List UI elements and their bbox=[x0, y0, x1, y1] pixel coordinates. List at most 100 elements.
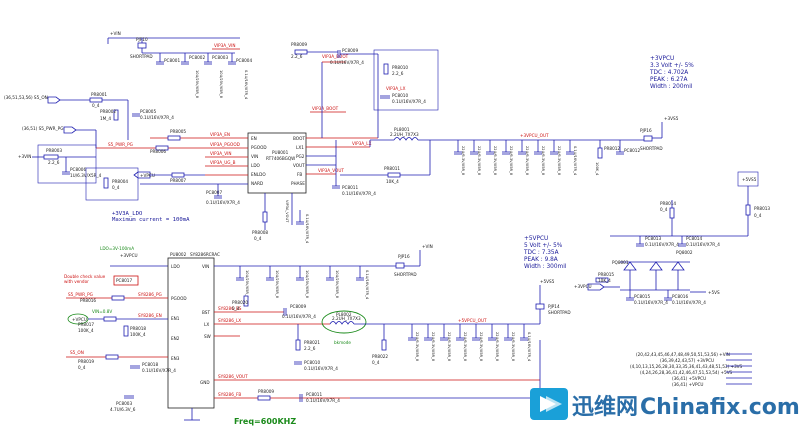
svg-text:PC8003: PC8003 bbox=[116, 401, 132, 406]
svg-text:0.1U/16V/X7R_4: 0.1U/16V/X7R_4 bbox=[304, 366, 338, 371]
svg-text:22U/6.3V/X5R_8: 22U/6.3V/X5R_8 bbox=[477, 146, 481, 176]
svg-text:0.1U/16V/X7R_4: 0.1U/16V/X7R_4 bbox=[305, 214, 309, 244]
watermark-cn: 迅维网 bbox=[572, 394, 638, 420]
svg-text:PL8001: PL8001 bbox=[394, 127, 410, 132]
svg-text:22U/6.3V/X5R_8: 22U/6.3V/X5R_8 bbox=[447, 332, 451, 362]
svg-text:PR8018: PR8018 bbox=[130, 326, 146, 331]
svg-text:22U/6.3V/X5R_8: 22U/6.3V/X5R_8 bbox=[463, 332, 467, 362]
svg-text:PR8019: PR8019 bbox=[78, 359, 94, 364]
svg-text:0.1U/16V/X7R_4: 0.1U/16V/X7R_4 bbox=[527, 332, 531, 362]
svg-text:(4,10,13,15,26,28,30,33,35,36,: (4,10,13,15,26,28,30,33,35,36,41,43,48,5… bbox=[630, 364, 743, 369]
sy8286-pg-net: SY8286_PG bbox=[138, 292, 162, 297]
svg-text:PC8014: PC8014 bbox=[686, 236, 702, 241]
svg-text:0_4: 0_4 bbox=[232, 306, 240, 311]
svg-text:EN2: EN2 bbox=[171, 336, 180, 341]
svg-text:2.2_6: 2.2_6 bbox=[392, 71, 404, 76]
sy8286-en-net: SY8286_EN bbox=[138, 313, 162, 318]
svg-text:22U/6.3V/X5R_8: 22U/6.3V/X5R_8 bbox=[415, 332, 419, 362]
svg-text:PR8020: PR8020 bbox=[232, 300, 248, 305]
vip3a-boot-net: VIP3A_BOOT bbox=[312, 106, 339, 111]
vip3a-pgood-net: VIP3A_PGOOD bbox=[210, 142, 240, 147]
svg-text:PR8015: PR8015 bbox=[598, 272, 614, 277]
rail-3vs5: +3VS5 bbox=[664, 116, 679, 121]
svg-text:0.1U/16V/X7R_4: 0.1U/16V/X7R_4 bbox=[244, 70, 248, 100]
resistor-pr8019: PR8019 0_4 bbox=[78, 354, 119, 370]
svg-text:10K_4: 10K_4 bbox=[598, 278, 611, 283]
vin-top-label: +VIN bbox=[110, 31, 121, 36]
svg-text:PC8004: PC8004 bbox=[236, 58, 252, 63]
svg-text:PJP14: PJP14 bbox=[548, 304, 560, 309]
svg-text:+3VPCU: +3VPCU bbox=[650, 56, 674, 62]
svg-text:PR8016: PR8016 bbox=[80, 298, 96, 303]
svg-text:22U/6.3V/X5R_8: 22U/6.3V/X5R_8 bbox=[541, 146, 545, 176]
caps-gate: PC8013 0.1U/16V/X7R_4 PC8014 0.1U/16V/X7… bbox=[636, 236, 720, 247]
resistor-pr8008: PR8008 0_4 bbox=[252, 211, 268, 241]
rail-5vs5-bottom: +5VS5 bbox=[540, 279, 555, 284]
shortpad-pjp16-top: PJP16 SHORTPAD bbox=[640, 128, 663, 151]
resistor-pr8020: PR8020 0_4 bbox=[232, 295, 248, 311]
inductor-pl8002: PL8002 2.2UH_7X7X3 bbox=[329, 312, 361, 325]
cap-pc8018: PC8018 0.1U/16V/X7R_4 bbox=[130, 362, 176, 373]
rail-5vs: +5VS bbox=[708, 290, 720, 295]
inductor-pl8001: PL8001 2.2UH_7X7X3 bbox=[390, 127, 419, 141]
svg-text:0_4: 0_4 bbox=[112, 185, 120, 190]
cap-pc8012: PC8012 bbox=[616, 140, 640, 155]
svg-text:PC8009: PC8009 bbox=[290, 304, 306, 309]
svg-text:22U/6.3V/X5R_8: 22U/6.3V/X5R_8 bbox=[557, 146, 561, 176]
svg-text:PGOOD: PGOOD bbox=[171, 296, 187, 301]
s5-on-src: (36,51,53,56) S5_ON bbox=[4, 95, 48, 100]
svg-text:PR8003: PR8003 bbox=[46, 148, 62, 153]
svg-text:+5VPCU: +5VPCU bbox=[524, 236, 548, 242]
sy8286-fb-net: SY8286_FB bbox=[218, 392, 241, 397]
resistor-pr8016: PR8016 bbox=[80, 295, 125, 303]
resistor-pr8007: PR8007 bbox=[170, 172, 186, 183]
cap-pc8011: PC8011 0.1U/16V/X7R_4 bbox=[332, 174, 376, 196]
svg-text:SY8286RCRAC: SY8286RCRAC bbox=[190, 252, 220, 257]
cap-pc8019: PC8003 4.7U/6.3V_6 bbox=[110, 395, 136, 412]
double-check-line1: Double check value bbox=[64, 274, 106, 279]
svg-text:PC8012: PC8012 bbox=[624, 148, 640, 153]
svg-text:PR8010: PR8010 bbox=[392, 65, 408, 70]
input-caps-top: PC8001 PC8002 PC8003 PC8004 10U/25V/X5R_… bbox=[156, 53, 252, 100]
svg-text:PC8003: PC8003 bbox=[212, 55, 228, 60]
svg-text:NARD: NARD bbox=[251, 181, 263, 186]
vip3a-lx-b: VIP3A_LX bbox=[386, 86, 406, 91]
resistor-pr8010: PR8010 2.2_6 bbox=[383, 63, 408, 76]
cap-pc8008: 0.1U/16V/X7R_4 bbox=[296, 210, 309, 244]
svg-text:PU8002: PU8002 bbox=[170, 252, 187, 257]
output-caps-5v: 22U/6.3V/X5R_8 22U/6.3V/X5R_8 22U/6.3V/X… bbox=[408, 324, 531, 362]
resistor-pr8003: PR8003 2.2_6 bbox=[43, 148, 62, 165]
svg-text:0.1U/16V/X7R_4: 0.1U/16V/X7R_4 bbox=[140, 115, 174, 120]
svg-text:LX: LX bbox=[204, 322, 209, 327]
svg-text:10U/25V/X5R_8: 10U/25V/X5R_8 bbox=[245, 270, 249, 299]
svg-text:PL8002: PL8002 bbox=[336, 312, 352, 317]
ldo-note-line1: +3V3A_LDO bbox=[112, 211, 143, 217]
svg-text:(36,41) +5VPCU: (36,41) +5VPCU bbox=[672, 376, 706, 381]
svg-text:0_4: 0_4 bbox=[78, 365, 86, 370]
s5-on-bottom: S5_ON bbox=[70, 350, 84, 355]
cap-pc8013b: PC8009 0.1U/16V/X7R_4 bbox=[282, 304, 316, 319]
svg-text:PR8022: PR8022 bbox=[372, 354, 388, 359]
svg-text:VIN: VIN bbox=[251, 154, 258, 159]
svg-text:10U/25V/X5R_8: 10U/25V/X5R_8 bbox=[335, 270, 339, 299]
svg-text:100K_4: 100K_4 bbox=[130, 332, 146, 337]
resistor-pr8004: PR8004 0_4 bbox=[103, 177, 128, 190]
ic-pu8001: PU8001 RT7406BGQW EN PGOOD VIN LDO ENLDO… bbox=[247, 132, 307, 194]
svg-text:100K_4: 100K_4 bbox=[595, 162, 599, 176]
vpcu-circled: +VPCU bbox=[72, 317, 87, 322]
vip3a-vout-vert: VIP3A_VOUT bbox=[285, 200, 289, 223]
svg-text:PR8008: PR8008 bbox=[252, 230, 268, 235]
svg-text:PR8006: PR8006 bbox=[150, 149, 166, 154]
svg-text:0.1U/16V/X7R_4: 0.1U/16V/X7R_4 bbox=[206, 200, 240, 205]
s5-pwr-pg-bottom: S5_PWR_PG bbox=[68, 292, 93, 297]
svg-text:PU8001: PU8001 bbox=[272, 150, 289, 155]
resistor-pr8006: PR8006 bbox=[150, 145, 169, 154]
svg-text:LDO: LDO bbox=[171, 264, 181, 269]
svg-text:PC8001: PC8001 bbox=[164, 58, 180, 63]
svg-text:0.1U/16V/X7R_4: 0.1U/16V/X7R_4 bbox=[142, 368, 176, 373]
svg-text:100K_4: 100K_4 bbox=[78, 328, 94, 333]
cap-pc8010: PC8010 0.1U/16V/X7R_4 bbox=[380, 93, 426, 104]
input-caps-5v: 10U/25V/X5R_8 10U/25V/X5R_8 10U/25V/X5R_… bbox=[236, 266, 369, 300]
connector-legend: (20,42,43,45,46,47,48,49,50,51,53,56) +V… bbox=[630, 352, 752, 387]
